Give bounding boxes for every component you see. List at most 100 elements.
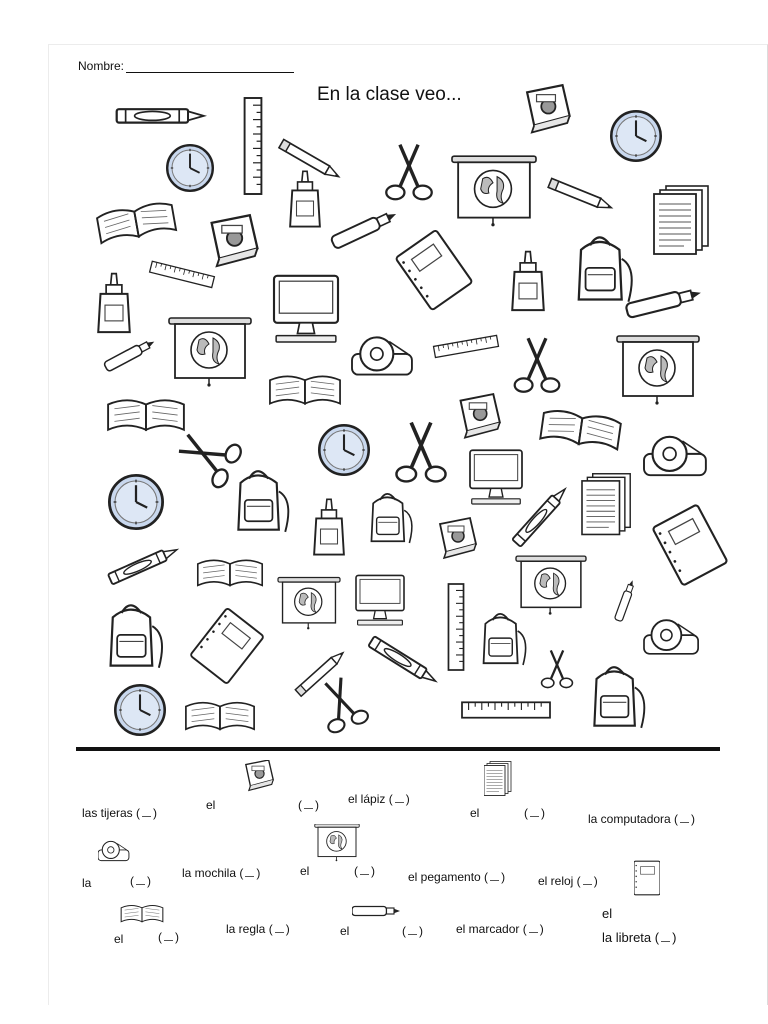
count-blank[interactable] xyxy=(394,793,404,803)
vocab-lapiz[interactable]: el lápiz () xyxy=(348,792,410,806)
book-icon xyxy=(268,368,342,410)
vocab-libreta[interactable]: la libreta () xyxy=(602,930,677,945)
vocab-cinta-article: la xyxy=(82,876,92,890)
name-line[interactable] xyxy=(126,58,295,73)
projector-screen-icon xyxy=(515,555,587,616)
projector-clue-icon xyxy=(314,823,360,867)
scissors-icon xyxy=(168,420,246,492)
vocab-libreta-article: el xyxy=(602,906,613,921)
section-divider xyxy=(76,747,720,751)
clock-icon xyxy=(165,143,215,193)
count-blank[interactable] xyxy=(530,807,539,817)
clock-icon xyxy=(108,473,165,530)
vocab-pizarra-paren[interactable]: () xyxy=(354,864,375,878)
sharpener-icon xyxy=(434,516,478,562)
projector-screen-icon xyxy=(277,576,341,632)
vocab-cinta-paren[interactable]: () xyxy=(130,874,151,888)
vocab-papel-paren[interactable]: () xyxy=(524,806,545,820)
book-icon xyxy=(539,404,623,452)
backpack-icon xyxy=(590,664,652,730)
backpack-icon xyxy=(368,490,418,546)
count-blank[interactable] xyxy=(274,923,284,933)
crayon-icon xyxy=(92,534,188,590)
vocab-libro-article: el xyxy=(114,932,124,946)
ruler-icon xyxy=(240,97,266,195)
book-icon xyxy=(184,694,256,736)
projector-screen-icon xyxy=(616,335,700,406)
page-title: En la clase veo... xyxy=(317,84,462,105)
pencil-icon xyxy=(547,168,618,213)
vocab-regla[interactable]: la regla () xyxy=(226,922,290,936)
ruler-icon xyxy=(444,583,468,671)
vocab-papel-article: el xyxy=(470,806,480,820)
marker-icon xyxy=(326,207,402,266)
clock-icon xyxy=(317,423,371,477)
vocab-mochila[interactable]: la mochila () xyxy=(182,866,261,880)
notebook-icon xyxy=(394,228,474,312)
scissors-icon xyxy=(540,648,574,690)
vocab-pizarra-article: el xyxy=(300,864,310,878)
vocab-sacapuntas-article: el xyxy=(206,798,216,812)
scissors-icon xyxy=(312,670,372,736)
backpack-icon xyxy=(106,602,170,670)
scissors-icon xyxy=(512,336,562,394)
count-blank[interactable] xyxy=(582,875,592,885)
marker-icon xyxy=(624,284,704,320)
book-icon xyxy=(95,198,178,245)
notebook-icon xyxy=(650,503,730,587)
projector-screen-icon xyxy=(451,155,537,228)
book-clue-icon xyxy=(120,900,164,931)
count-blank[interactable] xyxy=(136,875,145,885)
tape-dispenser-icon xyxy=(643,614,700,660)
vocab-libro-paren[interactable]: () xyxy=(158,930,179,944)
count-blank[interactable] xyxy=(661,932,671,942)
glue-icon xyxy=(510,244,546,320)
count-blank[interactable] xyxy=(164,931,173,941)
sharpener-clue-icon xyxy=(240,759,276,797)
scissors-icon xyxy=(394,420,448,484)
clock-icon xyxy=(609,110,663,162)
count-blank[interactable] xyxy=(490,871,500,881)
sharpener-icon xyxy=(454,392,502,442)
marker-icon xyxy=(100,336,160,388)
crayon-icon xyxy=(110,106,206,128)
marker-icon xyxy=(596,566,640,640)
vocab-reloj[interactable]: el reloj () xyxy=(538,874,598,888)
count-blank[interactable] xyxy=(680,813,690,823)
count-blank[interactable] xyxy=(142,807,152,817)
scissors-icon xyxy=(384,142,434,202)
ruler-icon xyxy=(461,700,551,720)
backpack-icon xyxy=(480,610,532,668)
count-blank[interactable] xyxy=(528,923,538,933)
vocab-pluma-paren[interactable]: () xyxy=(402,924,423,938)
count-blank[interactable] xyxy=(245,867,255,877)
glue-icon xyxy=(288,166,322,234)
glue-icon xyxy=(96,268,132,340)
vocab-computadora[interactable]: la computadora () xyxy=(588,812,696,826)
computer-icon xyxy=(355,570,405,632)
pen-clue-icon xyxy=(351,904,401,922)
computer-icon xyxy=(272,268,340,352)
notebook-icon xyxy=(189,606,265,686)
tape-clue-icon xyxy=(97,838,130,869)
clock-icon xyxy=(114,683,166,737)
count-blank[interactable] xyxy=(360,865,369,875)
name-field[interactable]: Nombre: xyxy=(78,58,295,73)
tape-dispenser-icon xyxy=(350,330,414,382)
glue-icon xyxy=(312,494,346,562)
vocab-pegamento[interactable]: el pegamento () xyxy=(408,870,506,884)
book-icon xyxy=(196,552,264,592)
tape-dispenser-icon xyxy=(642,430,708,482)
vocab-sacapuntas-paren[interactable]: () xyxy=(298,798,319,812)
vocab-tijeras[interactable]: las tijeras () xyxy=(82,806,158,820)
papers-clue-icon xyxy=(483,760,512,803)
vocab-marcador[interactable]: el marcador () xyxy=(456,922,544,936)
projector-screen-icon xyxy=(168,317,252,388)
ruler-icon xyxy=(148,260,216,290)
name-label: Nombre: xyxy=(78,59,125,73)
count-blank[interactable] xyxy=(408,925,417,935)
count-blank[interactable] xyxy=(304,799,313,809)
sharpener-icon xyxy=(520,84,572,136)
crayon-icon xyxy=(356,635,444,710)
ruler-icon xyxy=(432,334,500,362)
